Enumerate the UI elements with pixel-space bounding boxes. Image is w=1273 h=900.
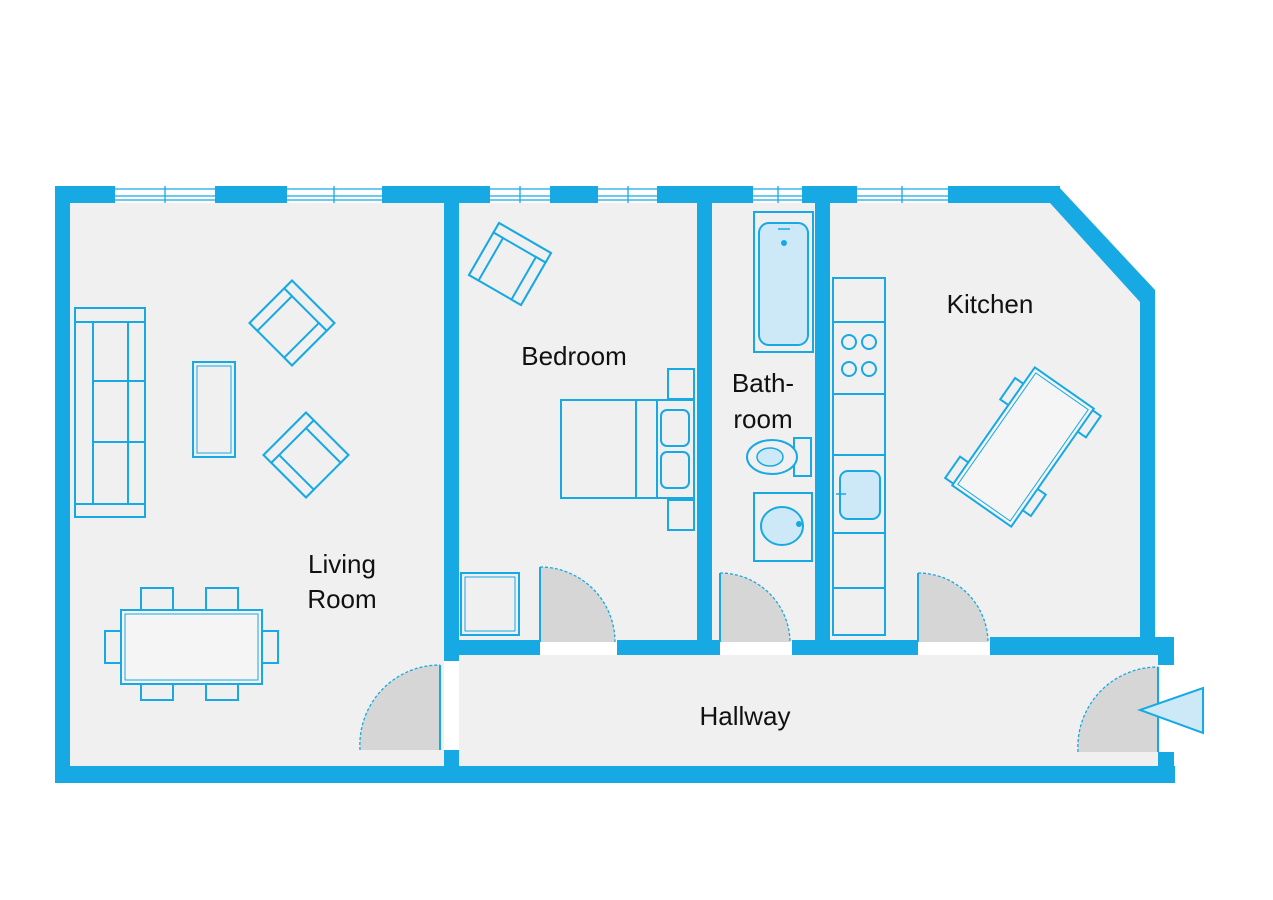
door-living-room[interactable]	[359, 664, 441, 751]
wall-hall-top-1	[444, 640, 540, 655]
window-5	[753, 186, 802, 203]
armchair-living-2	[262, 411, 350, 499]
furniture	[74, 211, 1103, 701]
wall-hall-top-4	[990, 637, 1174, 655]
kitchen-counter	[832, 277, 886, 636]
door-kitchen[interactable]	[917, 572, 989, 643]
bed	[560, 368, 695, 531]
windows	[115, 186, 948, 203]
wall-bedroom-bath	[697, 186, 712, 655]
wall-hall-top-2	[617, 640, 720, 655]
kitchen-label: Kitchen	[947, 289, 1034, 319]
window-2	[287, 186, 382, 203]
dining-table	[104, 587, 279, 701]
walls	[55, 186, 1175, 783]
hallway-label: Hallway	[699, 701, 790, 731]
wall-right-post-bottom	[1158, 752, 1174, 783]
sofa	[74, 307, 146, 518]
wall-bath-kitchen	[815, 186, 830, 655]
bathroom-label-line1: Bath-	[732, 368, 794, 398]
living-room-label-line2: Room	[307, 584, 376, 614]
kitchen-table	[943, 365, 1103, 529]
door-bedroom[interactable]	[539, 566, 616, 643]
window-4	[598, 186, 657, 203]
hallway-floor	[459, 655, 1159, 766]
room-labels: Living Room Bedroom Bath- room Kitchen H…	[307, 289, 1033, 731]
living-room-label-line1: Living	[308, 549, 376, 579]
wall-living-bedroom	[444, 186, 459, 661]
wall-bottom	[55, 766, 1175, 783]
armchair-living-1	[248, 279, 336, 367]
armchair-bedroom	[467, 221, 553, 307]
wall-left	[55, 186, 70, 783]
bedroom-label: Bedroom	[521, 341, 627, 371]
wall-top-7	[948, 186, 1060, 203]
window-3	[490, 186, 550, 203]
bedroom-cabinet	[460, 572, 520, 636]
wall-hall-top-3	[792, 640, 918, 655]
wall-top-3	[382, 186, 490, 203]
wall-right	[1140, 290, 1155, 640]
door-bathroom[interactable]	[719, 572, 791, 643]
bathroom-label-line2: room	[733, 404, 792, 434]
wall-diagonal	[1050, 186, 1155, 302]
kitchen-sink	[836, 470, 881, 520]
bathroom-sink	[753, 492, 813, 562]
stove	[841, 334, 877, 377]
coffee-table	[192, 361, 236, 458]
bathtub	[753, 211, 814, 353]
window-6	[857, 186, 948, 203]
kitchen-floor	[830, 203, 1140, 640]
doors	[359, 566, 1159, 753]
window-1	[115, 186, 215, 203]
toilet	[746, 437, 812, 477]
entrance-arrow-icon	[1137, 686, 1204, 735]
wall-living-hall-post	[444, 750, 459, 783]
wall-top-4	[550, 186, 598, 203]
wall-top-2	[215, 186, 287, 203]
